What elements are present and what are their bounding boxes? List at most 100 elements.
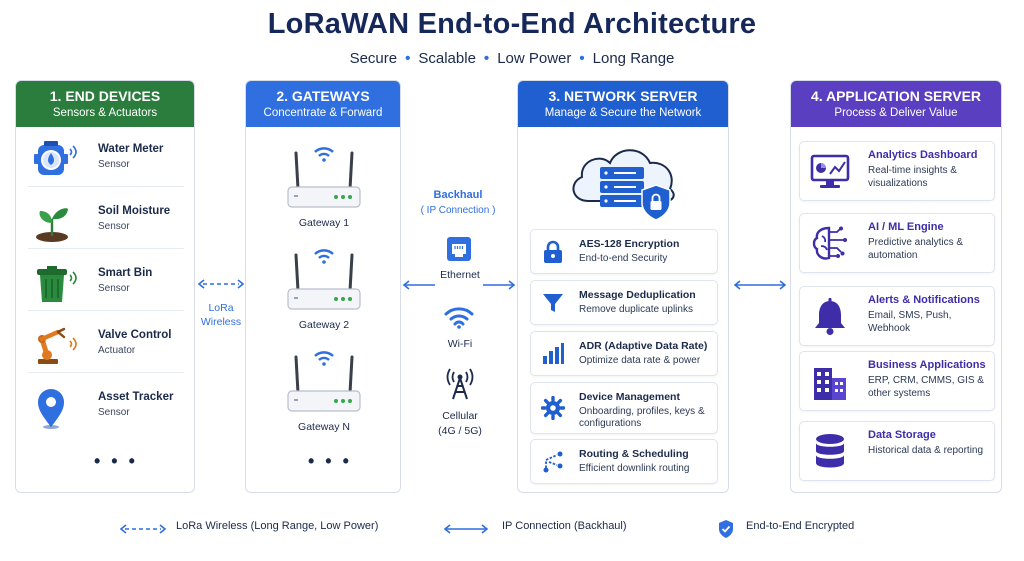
backhaul-title: Backhaul (433, 189, 483, 201)
gear-icon (541, 396, 565, 420)
cell-tower-icon (446, 368, 474, 400)
application-server-heading: 4. APPLICATION SERVER (810, 88, 982, 104)
ns-feature-routing: Routing & Scheduling Efficient downlink … (530, 439, 718, 484)
legend-ip-text: IP Connection (Backhaul) (502, 520, 627, 532)
network-server-heading: 3. NETWORK SERVER (548, 88, 698, 104)
network-server-subheading: Manage & Secure the Network (544, 107, 702, 119)
page-title: LoRaWAN End-to-End Architecture (267, 8, 757, 40)
legend-ip-arrow (443, 524, 489, 534)
lock-icon (544, 240, 562, 263)
device-valve-control: Valve Control Actuator (28, 319, 184, 373)
gateway-label: Gateway N (298, 421, 350, 433)
ns-feature-desc: Onboarding, profiles, keys & configurati… (579, 406, 705, 429)
app-feature-desc: Email, SMS, Push, Webhook (868, 310, 952, 334)
device-label: Asset Tracker (98, 391, 174, 403)
separator-dot: • (483, 50, 490, 67)
wifi-icon (444, 307, 474, 329)
end-devices-panel: 1. END DEVICES Sensors & Actuators Water… (15, 80, 195, 493)
gateways-subheading: Concentrate & Forward (263, 107, 383, 119)
dashboard-monitor-icon (810, 154, 850, 188)
ns-feature-desc: End-to-end Security (579, 253, 668, 264)
ethernet-port-icon (447, 237, 471, 261)
trash-bin-icon (37, 266, 77, 302)
app-feature-business-apps: Business Applications ERP, CRM, CMMS, GI… (799, 351, 995, 411)
device-label: Smart Bin (98, 267, 153, 279)
ns-feature-device-management: Device Management Onboarding, profiles, … (530, 382, 718, 434)
ns-feature-label: ADR (Adaptive Data Rate) (579, 340, 708, 352)
end-devices-subheading: Sensors & Actuators (52, 107, 158, 119)
ns-feature-desc: Optimize data rate & power (579, 355, 701, 366)
ns-feature-deduplication: Message Deduplication Remove duplicate u… (530, 280, 718, 325)
gateway-router-icon (287, 351, 361, 412)
device-type: Sensor (98, 283, 130, 294)
app-feature-analytics: Analytics Dashboard Real-time insights &… (799, 141, 995, 201)
device-type: Actuator (98, 345, 136, 356)
more-gateways: • • • (308, 451, 352, 471)
cloud-server-icon (572, 149, 675, 221)
gateway-item: Gateway N (246, 347, 400, 437)
gateway-router-icon (287, 249, 361, 310)
ai-brain-icon (812, 226, 847, 260)
plant-icon (36, 208, 68, 242)
buildings-icon (814, 368, 846, 400)
ns-feature-encryption: AES-128 Encryption End-to-end Security (530, 229, 718, 274)
app-feature-desc: ERP, CRM, CMMS, GIS & other systems (868, 375, 984, 399)
device-type: Sensor (98, 159, 130, 170)
device-type: Sensor (98, 407, 130, 418)
gateway-label: Gateway 2 (298, 319, 350, 331)
ns-feature-desc: Efficient downlink routing (579, 463, 690, 474)
backhaul-cellular-sub: (4G / 5G) (438, 425, 482, 437)
app-feature-desc: Real-time insights & visualizations (868, 165, 957, 189)
end-devices-header: 1. END DEVICES Sensors & Actuators (16, 81, 194, 127)
lora-dashed-arrow (198, 279, 244, 289)
ns-feature-desc: Remove duplicate uplinks (579, 304, 693, 315)
app-feature-data-storage: Data Storage Historical data & reporting (799, 421, 995, 481)
backhaul-ethernet-label: Ethernet (440, 269, 480, 281)
gateway-label: Gateway 1 (298, 217, 350, 229)
filter-icon (543, 294, 563, 312)
bar-chart-icon (543, 343, 564, 364)
ip-arrow-right (483, 280, 516, 290)
gateway-item: Gateway 2 (246, 245, 400, 335)
backhaul-subtitle: ( IP Connection ) (420, 205, 496, 216)
device-type: Sensor (98, 221, 130, 232)
bell-icon (815, 298, 845, 335)
device-asset-tracker: Asset Tracker Sensor (28, 381, 184, 435)
ip-arrow-bidirectional (733, 280, 787, 290)
device-soil-moisture: Soil Moisture Sensor (28, 195, 184, 249)
end-devices-heading: 1. END DEVICES (49, 88, 161, 104)
ns-feature-label: Message Deduplication (579, 289, 696, 301)
ns-feature-adr: ADR (Adaptive Data Rate) Optimize data r… (530, 331, 718, 376)
tagline: Secure•Scalable•Low Power•Long Range (0, 50, 1024, 67)
lora-link-line1: LoRa (208, 302, 234, 314)
backhaul-cellular-label: Cellular (442, 410, 478, 422)
app-feature-label: Data Storage (868, 429, 936, 441)
app-feature-ai-ml: AI / ML Engine Predictive analytics & au… (799, 213, 995, 273)
network-server-panel: 3. NETWORK SERVER Manage & Secure the Ne… (517, 80, 729, 493)
application-server-subheading: Process & Deliver Value (834, 107, 958, 119)
device-water-meter: Water Meter Sensor (28, 133, 184, 187)
application-server-panel: 4. APPLICATION SERVER Process & Deliver … (790, 80, 1002, 493)
network-server-header: 3. NETWORK SERVER Manage & Secure the Ne… (518, 81, 728, 127)
water-meter-icon (34, 141, 77, 175)
separator-dot: • (405, 50, 411, 67)
lora-link-label: LoRa Wireless (196, 302, 246, 328)
device-label: Valve Control (98, 329, 172, 341)
backhaul-wifi-label: Wi-Fi (447, 338, 473, 350)
tag-long-range: Long Range (592, 50, 675, 67)
app-feature-desc: Historical data & reporting (868, 445, 984, 456)
gateways-panel: 2. GATEWAYS Concentrate & Forward Gatewa… (245, 80, 401, 493)
gateways-header: 2. GATEWAYS Concentrate & Forward (246, 81, 400, 127)
legend-encrypted-text: End-to-End Encrypted (746, 520, 855, 532)
lora-link-line2: Wireless (200, 316, 242, 328)
location-pin-icon (38, 389, 64, 429)
app-feature-alerts: Alerts & Notifications Email, SMS, Push,… (799, 286, 995, 346)
tag-low-power: Low Power (497, 50, 572, 67)
more-devices: • • • (94, 451, 138, 471)
separator-dot: • (579, 50, 585, 67)
app-feature-label: Alerts & Notifications (868, 294, 980, 306)
app-feature-label: Analytics Dashboard (868, 149, 978, 161)
device-label: Water Meter (98, 143, 164, 155)
legend-lora-text: LoRa Wireless (Long Range, Low Power) (176, 520, 379, 532)
tag-secure: Secure (349, 50, 398, 67)
